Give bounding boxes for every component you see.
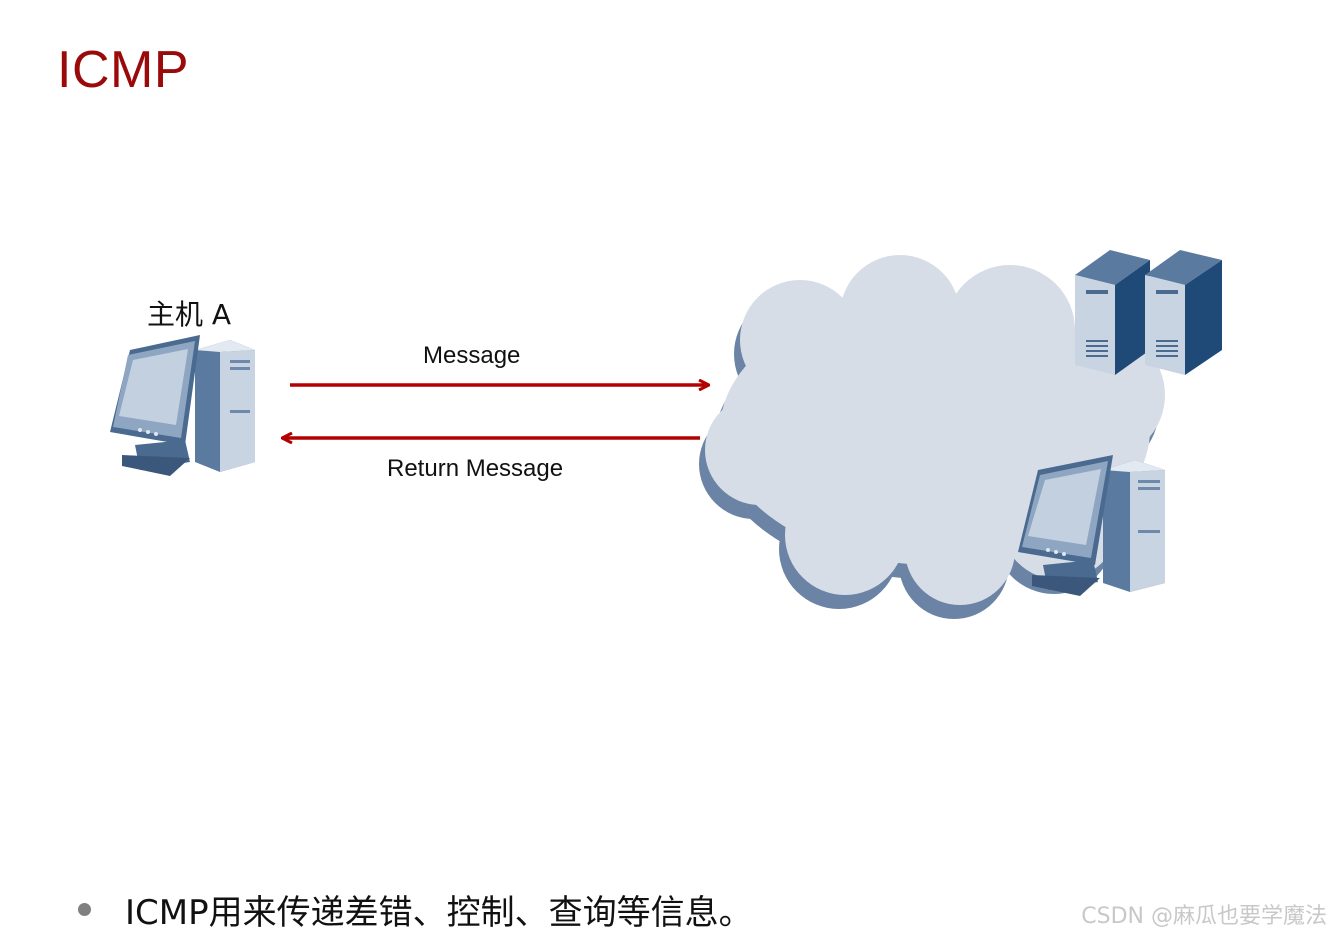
message-label: Message [423,342,521,369]
remote-computer-icon [1018,455,1165,596]
server-icon-left [1075,250,1150,375]
return-message-label: Return Message [387,455,564,482]
slide-title: ICMP [57,41,189,99]
host-a-computer-icon [110,335,255,476]
watermark: CSDN @麻瓜也要学魔法 [1081,904,1327,929]
bullet-text: ICMP用来传递差错、控制、查询等信息。 [125,893,753,933]
server-icon-right [1145,250,1222,375]
bullet-point: ICMP用来传递差错、控制、查询等信息。 [78,885,753,934]
bullet-dot-icon [78,903,91,916]
host-a-label: 主机 A [147,298,232,331]
